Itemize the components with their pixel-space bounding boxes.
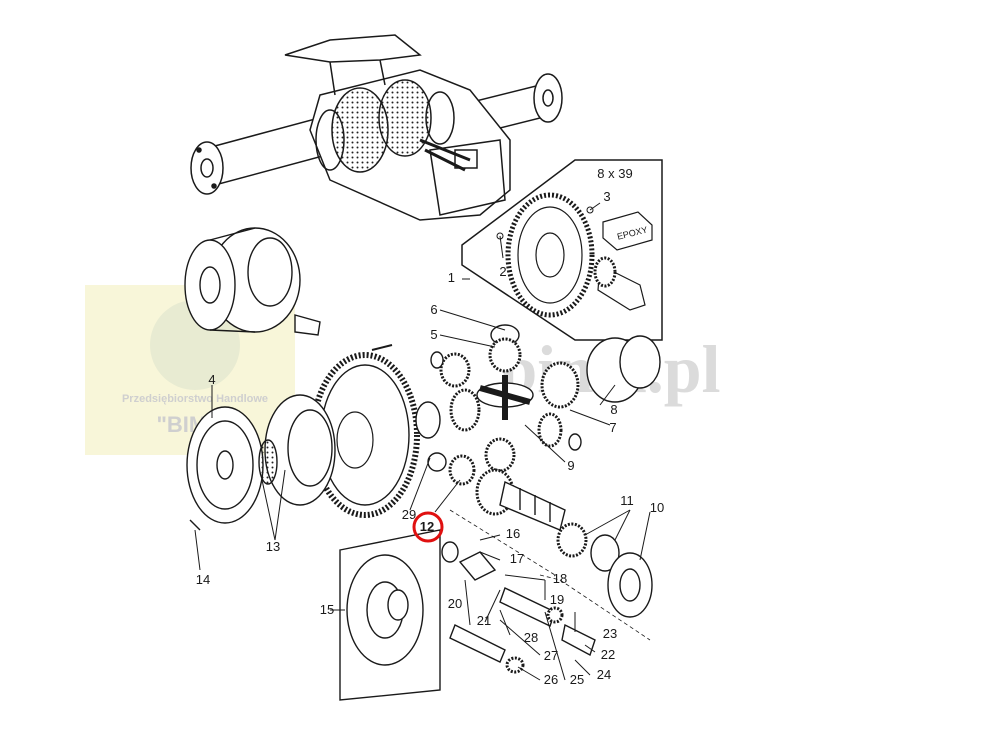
pinion-shaft	[441, 468, 653, 674]
part-label-9: 9	[567, 458, 574, 473]
part-label-27: 27	[544, 648, 558, 663]
part-label-23: 23	[603, 626, 617, 641]
part-label-21: 21	[477, 613, 491, 628]
highlight-circle	[412, 511, 444, 543]
ratio-label: 8 x 39	[597, 166, 632, 181]
part-label-3: 3	[603, 189, 610, 204]
part-label-16: 16	[506, 526, 520, 541]
part-label-11: 11	[620, 493, 634, 508]
part-label-12: 12	[420, 519, 434, 534]
ring-gear-box: 8 x 39 EPOXY	[461, 159, 663, 341]
differential-housing	[186, 394, 336, 531]
part-label-19: 19	[550, 592, 564, 607]
part-label-17: 17	[510, 551, 524, 566]
hub-box	[339, 529, 441, 701]
axle-housing-drawing	[190, 34, 563, 221]
watermark-company-line: Przedsiębiorstwo Handlowe	[122, 393, 268, 405]
part-label-6: 6	[430, 302, 437, 317]
part-label-4: 4	[208, 372, 215, 387]
differential-gears	[415, 324, 661, 486]
part-label-26: 26	[544, 672, 558, 687]
part-label-18: 18	[553, 571, 567, 586]
part-label-7: 7	[609, 420, 616, 435]
part-label-24: 24	[597, 667, 611, 682]
part-label-1: 1	[448, 270, 455, 285]
leader-lines	[194, 309, 651, 681]
part-label-13: 13	[266, 539, 280, 554]
part-label-5: 5	[430, 327, 437, 342]
part-label-14: 14	[196, 572, 210, 587]
part-label-8: 8	[610, 402, 617, 417]
part-labels: 1 2 3 4 5 6 7 8 9 10 11 12 13 14 15 16 1…	[196, 189, 664, 687]
part-label-29: 29	[402, 507, 416, 522]
part-label-2: 2	[499, 264, 506, 279]
reference-lines	[449, 509, 651, 641]
part-label-15: 15	[320, 602, 334, 617]
part-label-25: 25	[570, 672, 584, 687]
part-label-22: 22	[601, 647, 615, 662]
hub-upper-left	[184, 227, 321, 336]
part-label-28: 28	[524, 630, 538, 645]
part-label-10: 10	[650, 500, 664, 515]
part-label-20: 20	[448, 596, 462, 611]
